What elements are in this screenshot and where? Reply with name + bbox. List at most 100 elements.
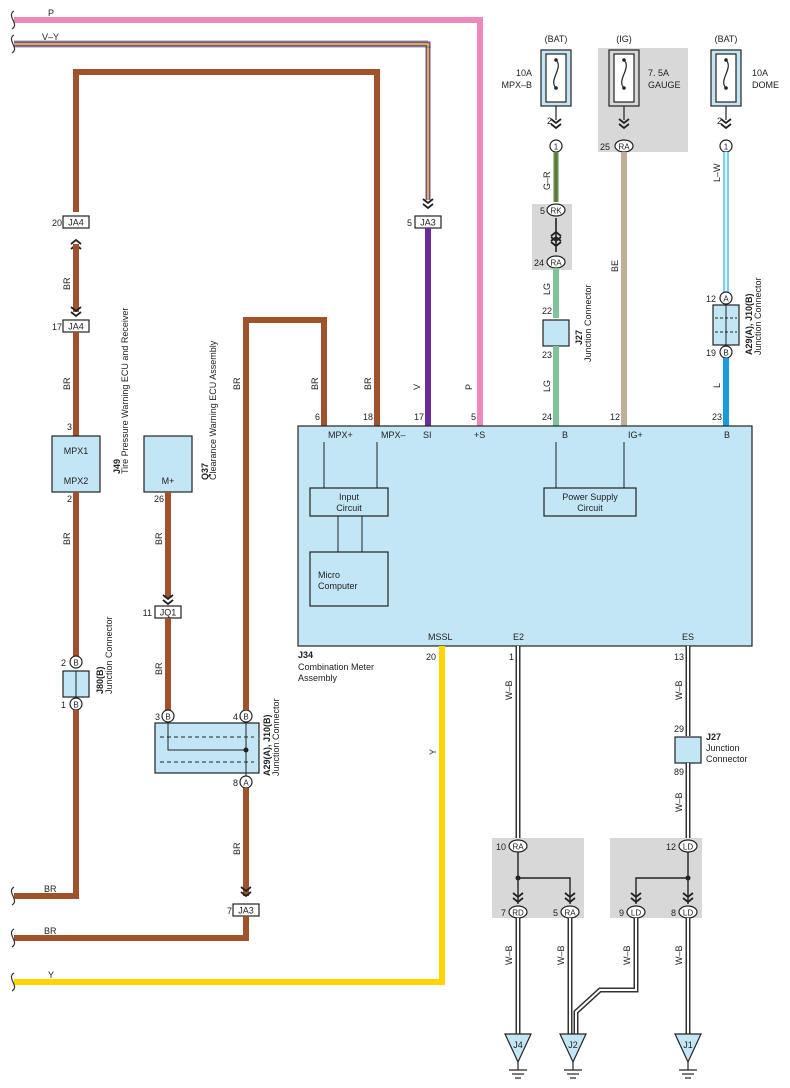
pin-24-meter: 24 xyxy=(542,412,552,422)
wire-label-lw: L–W xyxy=(712,163,722,182)
j34-term-mpxp: MPX+ xyxy=(328,430,353,440)
wire-label-br-left1: BR xyxy=(44,884,57,894)
break-br-1 xyxy=(10,886,16,906)
wire-label-lg-2: LG xyxy=(542,380,552,392)
wire-label-l: L xyxy=(712,383,722,388)
pin-24-ra: 24 xyxy=(534,258,544,268)
chevron-jq1 xyxy=(162,599,174,606)
pin-23-j27: 23 xyxy=(542,350,552,360)
connector-ja3-bot: JA3 xyxy=(238,906,254,916)
pin-23-meter: 23 xyxy=(712,412,722,422)
pin-2-j80: 2 xyxy=(61,658,66,668)
fuse-gauge-dot1 xyxy=(622,58,626,62)
connector-ja4-top-box xyxy=(62,215,90,229)
j80-pin-b-top-circle xyxy=(69,655,83,669)
fuse-mpxb-source: (BAT) xyxy=(545,34,568,44)
j34-micro-1: Micro xyxy=(318,570,340,580)
j34-term-si: SI xyxy=(423,430,432,440)
a29a-id: A29(A), J10(B) xyxy=(744,293,754,355)
pin-20-meter: 20 xyxy=(426,652,436,662)
j80-id: J80(B) xyxy=(95,666,105,694)
junction-ld-chev2-2 xyxy=(682,892,694,899)
j34-name1: Combination Meter xyxy=(298,662,374,672)
pin-17-meter: 17 xyxy=(414,412,424,422)
junction-ra-chev2 xyxy=(564,897,576,904)
pin-7-ja3: 7 xyxy=(227,906,232,916)
ground-j4-triangle xyxy=(504,1033,532,1064)
pin-11-jq1: 11 xyxy=(143,608,152,618)
wire-label-br-a29-down: BR xyxy=(232,842,242,855)
pin-22-j27: 22 xyxy=(542,306,552,316)
junction-ld-branch xyxy=(635,877,688,904)
connector-ja4-top: JA4 xyxy=(68,218,84,228)
fuse-mpxb-chev xyxy=(550,123,562,130)
wire-label-br-18: BR xyxy=(363,377,373,390)
a29b-id: A29(A), J10(B) xyxy=(262,714,272,776)
fuse-gauge-rating: 7. 5A xyxy=(648,68,669,78)
j34-micro xyxy=(309,551,389,607)
pin-29-j27: 29 xyxy=(674,724,684,734)
fuse-mpxb-wire xyxy=(553,59,559,89)
wire-br-a29-meter xyxy=(243,317,327,710)
break-br-2 xyxy=(10,928,16,948)
chevron-jq1-2 xyxy=(162,594,174,601)
fuse-gauge-chev-2 xyxy=(618,118,630,125)
ground-j2-triangle xyxy=(559,1033,587,1064)
wire-br-left-out xyxy=(14,710,79,899)
wire-label-wb-j2a: W–B xyxy=(556,945,566,965)
j34-power-1: Power Supply xyxy=(562,492,618,502)
wire-label-br-jq1: BR xyxy=(154,662,164,675)
a29-top-pin-a: A xyxy=(723,294,729,303)
j27b-id: J27 xyxy=(706,732,721,742)
chevron-ja3-bot-2 xyxy=(240,886,252,893)
wire-label-p: P xyxy=(48,8,54,18)
pin-12-a29: 12 xyxy=(706,294,716,304)
junction-ra-dot xyxy=(515,875,521,881)
connector-ja3-top: JA3 xyxy=(420,218,436,228)
wire-label-y: Y xyxy=(48,970,54,980)
j34-input-1: Input xyxy=(339,492,360,502)
junction-ra-chev1 xyxy=(512,897,524,904)
wire-label-wb-es2: W–B xyxy=(674,792,684,812)
fuse-dome-element xyxy=(715,53,737,103)
junction-ld-chev1-2 xyxy=(630,892,642,899)
junction-ra-out: RA xyxy=(564,908,576,917)
j27a-name: Junction Connector xyxy=(583,284,593,362)
wire-label-wb-es: W–B xyxy=(674,680,684,700)
break-y xyxy=(10,972,16,992)
a29-top-pin-b: B xyxy=(723,348,728,357)
junction-ra-top: RA xyxy=(550,258,562,267)
fuse-dome-chev-2 xyxy=(720,118,732,125)
wire-label-vy: V–Y xyxy=(42,32,59,42)
wire-label-p-vert: P xyxy=(464,384,474,390)
wire-label-br-left2: BR xyxy=(44,926,57,936)
j34-term-mssl: MSSL xyxy=(428,632,453,642)
chevron-ja4-down xyxy=(70,311,82,318)
wire-vy-stripe xyxy=(14,43,429,200)
pin-20-ja4: 20 xyxy=(52,218,62,228)
chevron-ja4-up xyxy=(70,238,82,245)
j27-top-box xyxy=(542,319,570,347)
pin-10-ra: 10 xyxy=(496,842,506,852)
q37-id: Q37 xyxy=(200,463,210,480)
pin-12-ld: 12 xyxy=(666,842,676,852)
a29b-name: Junction Connector xyxy=(271,698,281,776)
chevron-ja3-bot xyxy=(240,891,252,898)
pin-8-ld: 8 xyxy=(671,908,676,918)
wire-y xyxy=(14,646,445,985)
pin-17-ja4: 17 xyxy=(52,322,62,332)
j34-micro-2: Computer xyxy=(318,581,358,591)
junction-rk: RK xyxy=(550,206,562,215)
fuse-gauge-chev xyxy=(618,123,630,130)
fuse-mpxb-name: MPX–B xyxy=(501,80,532,90)
wire-wb-j2b-outer xyxy=(573,918,639,1034)
j34-term-ig: IG+ xyxy=(628,430,643,440)
pin-19-a29: 19 xyxy=(706,348,716,358)
pin-2-j49: 2 xyxy=(67,494,72,504)
pin-26-q37: 26 xyxy=(154,494,164,504)
fuse-mpxb-pin: 2 xyxy=(547,116,552,126)
junction-ld-in: LD xyxy=(683,842,693,851)
ground-j2-label: J2 xyxy=(568,1040,578,1050)
pin-13-es: 13 xyxy=(674,652,684,662)
